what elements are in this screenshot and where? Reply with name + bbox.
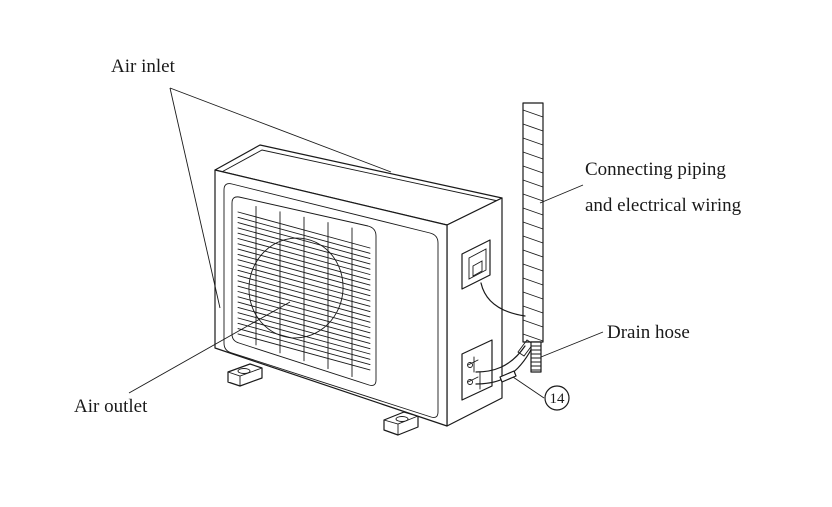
pipe-rib xyxy=(522,235,544,244)
pipe-rib xyxy=(522,221,544,230)
pipe-rib xyxy=(522,319,544,328)
air-inlet-label: Air inlet xyxy=(111,56,176,77)
piping-column xyxy=(522,102,544,343)
unit-foot-left xyxy=(227,363,263,387)
pipe-rib xyxy=(522,151,544,160)
pipe-rib xyxy=(522,193,544,202)
unit-foot-right xyxy=(383,411,419,436)
front-grille xyxy=(231,196,377,386)
electrical-box xyxy=(461,239,491,290)
outdoor-unit-body xyxy=(214,144,503,427)
pipe-rib xyxy=(522,123,544,132)
pipe-rib xyxy=(522,277,544,286)
valve-panel xyxy=(461,339,534,401)
pipe-rib xyxy=(522,179,544,188)
electrical-cable xyxy=(480,282,526,317)
pipe-rib xyxy=(522,333,544,342)
pipe-rib xyxy=(522,137,544,146)
fan-outline xyxy=(248,237,344,339)
electrical-wiring-label: and electrical wiring xyxy=(585,195,742,216)
pipe-rib xyxy=(522,165,544,174)
drain-hose-label: Drain hose xyxy=(607,322,690,343)
pipe-rib xyxy=(522,305,544,314)
drain-hose xyxy=(530,341,542,373)
pipe-rib xyxy=(522,249,544,258)
callout-marker: 14 xyxy=(544,385,570,411)
air-outlet-label: Air outlet xyxy=(74,396,148,417)
callout-number: 14 xyxy=(550,391,566,407)
pipe-rib xyxy=(522,263,544,272)
pipe-rib xyxy=(522,291,544,300)
leader-lines xyxy=(128,87,604,399)
connecting-piping-label: Connecting piping xyxy=(585,159,726,180)
pipe-rib xyxy=(522,109,544,118)
pipe-rib xyxy=(522,207,544,216)
